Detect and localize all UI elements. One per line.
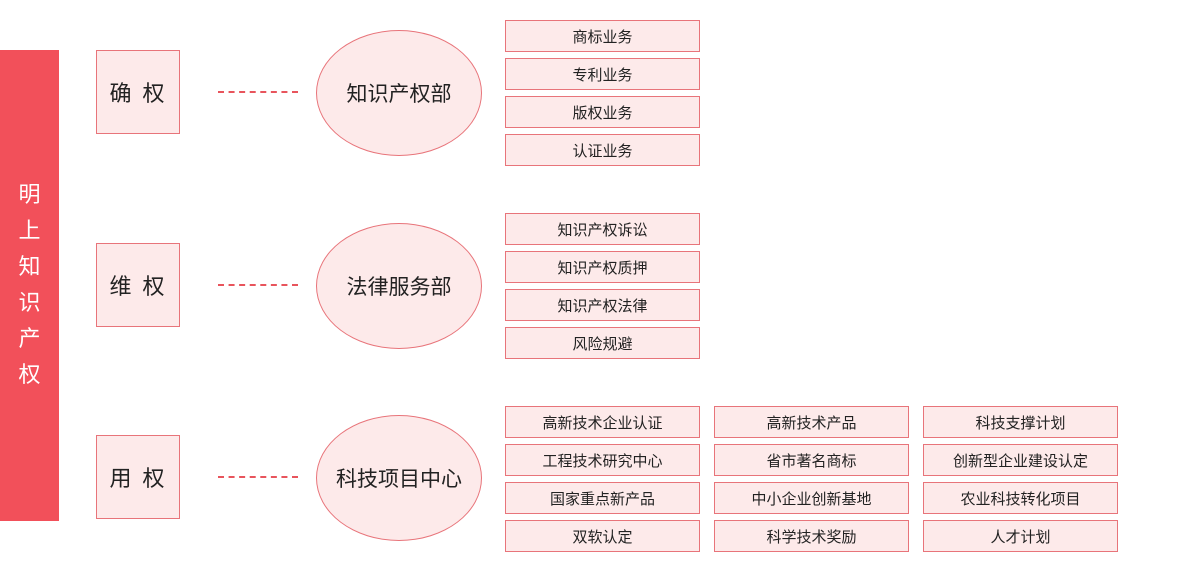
service-item[interactable]: 认证业务	[505, 134, 700, 166]
connector-line	[218, 476, 298, 478]
service-item[interactable]: 知识产权诉讼	[505, 213, 700, 245]
department-ip: 知识产权部	[316, 30, 482, 156]
service-item[interactable]: 科学技术奖励	[714, 520, 909, 552]
service-item[interactable]: 高新技术产品	[714, 406, 909, 438]
sidebar-char: 明	[18, 182, 41, 208]
service-item[interactable]: 知识产权法律	[505, 289, 700, 321]
connector-line	[218, 91, 298, 93]
service-item[interactable]: 创新型企业建设认定	[923, 444, 1118, 476]
department-legal: 法律服务部	[316, 223, 482, 349]
service-item[interactable]: 省市著名商标	[714, 444, 909, 476]
service-item[interactable]: 中小企业创新基地	[714, 482, 909, 514]
sidebar-char: 识	[18, 290, 41, 316]
category-box-use: 用 权	[96, 435, 180, 519]
service-item[interactable]: 双软认定	[505, 520, 700, 552]
category-box-confirm: 确 权	[96, 50, 180, 134]
service-item[interactable]: 高新技术企业认证	[505, 406, 700, 438]
sidebar-title: 明 上 知 识 产 权	[0, 50, 59, 521]
connector-line	[218, 284, 298, 286]
category-box-protect: 维 权	[96, 243, 180, 327]
service-item[interactable]: 工程技术研究中心	[505, 444, 700, 476]
service-item[interactable]: 科技支撑计划	[923, 406, 1118, 438]
service-item[interactable]: 专利业务	[505, 58, 700, 90]
service-item[interactable]: 版权业务	[505, 96, 700, 128]
department-tech-projects: 科技项目中心	[316, 415, 482, 541]
service-item[interactable]: 农业科技转化项目	[923, 482, 1118, 514]
sidebar-char: 产	[18, 326, 41, 352]
sidebar-char: 权	[18, 362, 41, 388]
service-item[interactable]: 国家重点新产品	[505, 482, 700, 514]
service-item[interactable]: 风险规避	[505, 327, 700, 359]
service-item[interactable]: 商标业务	[505, 20, 700, 52]
service-item[interactable]: 知识产权质押	[505, 251, 700, 283]
sidebar-char: 上	[18, 218, 41, 244]
sidebar-char: 知	[18, 254, 41, 280]
service-item[interactable]: 人才计划	[923, 520, 1118, 552]
